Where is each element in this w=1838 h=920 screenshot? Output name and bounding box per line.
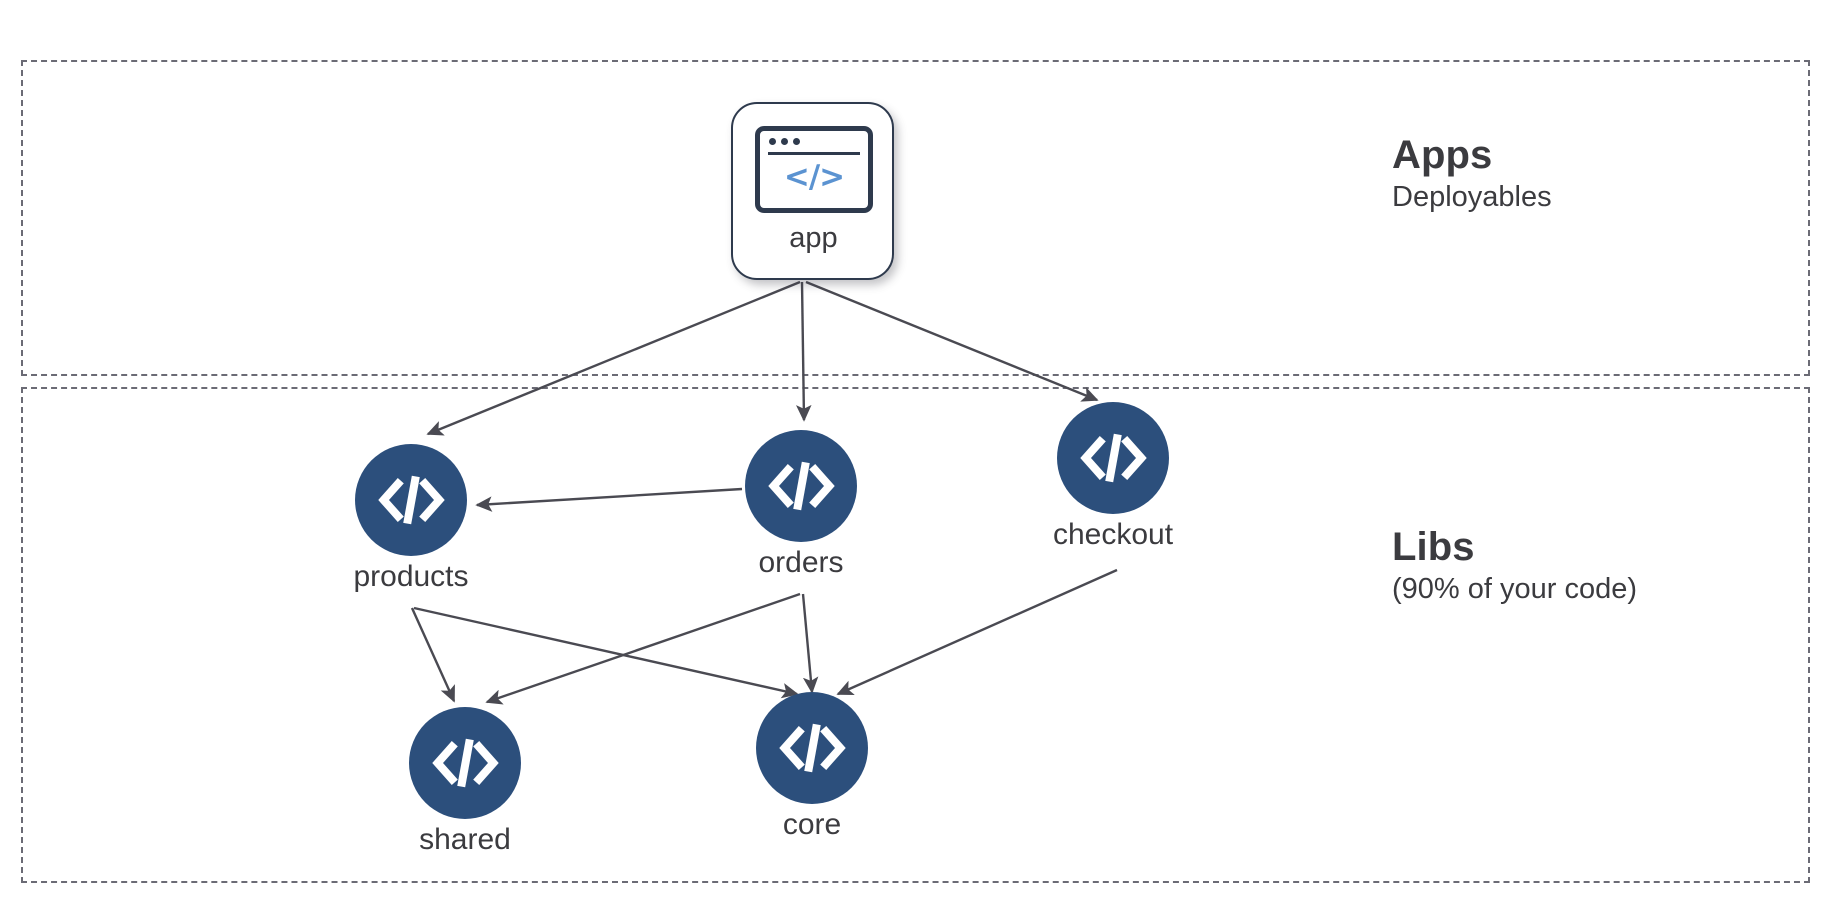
code-brackets-glyph: </> (783, 159, 845, 195)
node-checkout[interactable]: checkout (1053, 402, 1173, 551)
node-orders[interactable]: orders (745, 430, 857, 579)
node-orders-label: orders (758, 546, 844, 579)
code-brackets-icon (1057, 402, 1169, 514)
browser-window-code-icon: </> (755, 126, 873, 213)
code-brackets-icon (745, 430, 857, 542)
node-app-label: app (789, 222, 838, 254)
window-rule-divider (768, 152, 860, 155)
zone-apps (21, 60, 1810, 376)
zone-label-apps: Apps Deployables (1392, 133, 1552, 215)
node-checkout-label: checkout (1052, 518, 1174, 551)
code-brackets-icon (409, 707, 521, 819)
zone-libs-subtitle: (90% of your code) (1392, 572, 1638, 605)
node-products[interactable]: products (353, 444, 469, 593)
zone-libs-title: Libs (1392, 525, 1475, 569)
zone-apps-subtitle: Deployables (1392, 180, 1552, 213)
node-shared-label: shared (419, 823, 511, 856)
node-products-label: products (353, 560, 469, 593)
window-dots-icon (769, 138, 800, 145)
code-brackets-icon (355, 444, 467, 556)
node-app[interactable]: </> app (731, 102, 894, 280)
zone-label-libs: Libs (90% of your code) (1392, 525, 1637, 607)
node-shared[interactable]: shared (409, 707, 521, 856)
node-core-label: core (782, 808, 842, 841)
code-brackets-icon (756, 692, 868, 804)
zone-apps-title: Apps (1392, 133, 1493, 177)
node-core[interactable]: core (756, 692, 868, 841)
